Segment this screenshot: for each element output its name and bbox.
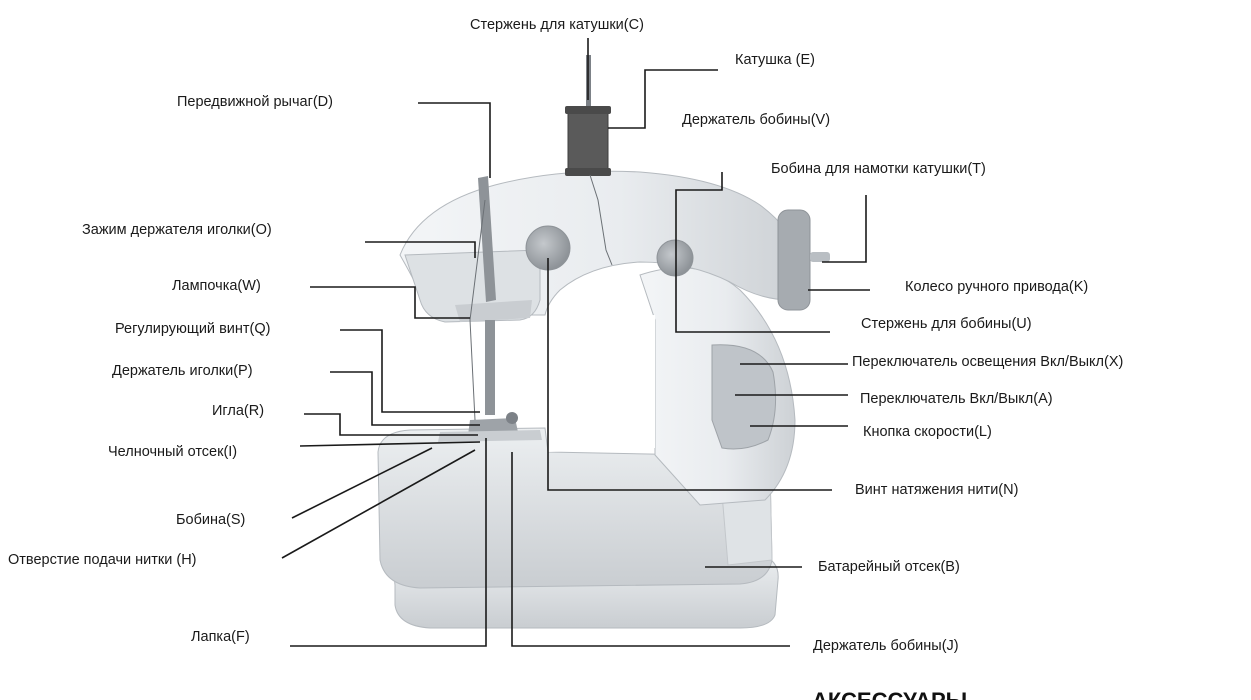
label-bobbin-s: Бобина(S) — [176, 512, 245, 528]
label-speed-button-l: Кнопка скорости(L) — [863, 424, 992, 440]
label-light-switch-x: Переключатель освещения Вкл/Выкл(X) — [852, 354, 1123, 370]
label-bobbin-winder-t: Бобина для намотки катушки(T) — [771, 161, 986, 177]
label-needle-clamp-o: Зажим держателя иголки(O) — [82, 222, 272, 238]
label-bobbin-holder-v: Держатель бобины(V) — [682, 112, 830, 128]
needle-bar — [485, 320, 495, 415]
label-shuttle-i: Челночный отсек(I) — [108, 444, 237, 460]
label-needle-r: Игла(R) — [212, 403, 264, 419]
spool — [567, 109, 609, 173]
leader-lines — [281, 38, 870, 647]
handwheel — [777, 209, 811, 311]
label-presser-foot-f: Лапка(F) — [191, 629, 250, 645]
label-bobbin-pin-u: Стержень для бобины(U) — [861, 316, 1032, 332]
label-tension-screw-n: Винт натяжения нити(N) — [855, 482, 1018, 498]
part-labels: Стержень для катушки(C) Катушка (E) Держ… — [8, 17, 1123, 654]
label-battery-b: Батарейный отсек(B) — [818, 559, 960, 575]
label-lamp-w: Лампочка(W) — [172, 278, 261, 294]
label-power-switch-a: Переключатель Вкл/Выкл(A) — [860, 391, 1053, 407]
label-needle-holder-p: Держатель иголки(P) — [112, 363, 253, 379]
label-feed-hole-h: Отверстие подачи нитки (H) — [8, 552, 197, 568]
bobbin-winder-knob — [656, 239, 694, 277]
label-handwheel-k: Колесо ручного привода(K) — [905, 279, 1088, 295]
switch-panel — [711, 344, 777, 450]
machine-illustration — [377, 55, 830, 629]
label-adjust-screw-q: Регулирующий винт(Q) — [115, 321, 270, 337]
movable-lever — [478, 176, 496, 302]
label-spool-pin-c: Стержень для катушки(C) — [470, 17, 644, 33]
label-bobbin-holder-j: Держатель бобины(J) — [813, 638, 959, 654]
accessories-heading: АКСЕССУАРЫ — [812, 688, 967, 700]
label-movable-lever-d: Передвижной рычаг(D) — [177, 94, 333, 110]
label-spool-e: Катушка (E) — [735, 52, 815, 68]
